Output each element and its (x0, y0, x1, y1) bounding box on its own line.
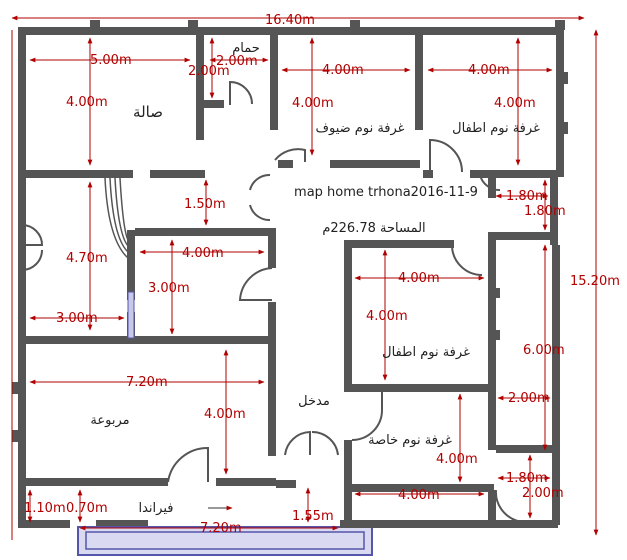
room-guest: غرفة نوم ضيوف (316, 121, 405, 136)
dim-master-h: 4.00m (436, 452, 478, 467)
room-square: مربوعة (90, 413, 129, 428)
door-entrance (284, 430, 339, 456)
plan-area: المساحة 226.78م (322, 221, 425, 236)
plan-title: map home trhona2016-11-9 (294, 185, 478, 200)
dim-overall-width: 16.40m (265, 13, 315, 28)
door-mid (238, 267, 273, 301)
dim-mid-h: 3.00m (148, 281, 190, 296)
room-entrance: مدخل (298, 394, 330, 409)
door-master (351, 392, 383, 441)
door-hall-left (249, 173, 271, 222)
door-small-br (494, 489, 527, 524)
dim-master-w: 4.00m (398, 488, 440, 503)
dim-ver-155: 1.55m (292, 509, 334, 524)
door-hall-right (479, 174, 501, 192)
room-kids2: غرفة نوم اطفال (382, 345, 470, 360)
dim-guest-w: 4.00m (322, 63, 364, 78)
dim-kids2-h: 4.00m (366, 309, 408, 324)
door-bath (229, 80, 253, 105)
dim-ver-720: 7.20m (200, 521, 242, 536)
dim-kids2-w: 4.00m (398, 271, 440, 286)
room-kids1: غرفة نوم اطفال (452, 121, 540, 136)
dim-right-200: 2.00m (508, 391, 550, 406)
dim-bath-h: 2.00m (188, 64, 230, 79)
door-kitchen-side (21, 224, 44, 271)
dimension-lines (11, 15, 599, 540)
dim-kitchen-h: 4.70m (66, 251, 108, 266)
dim-square-w: 7.20m (126, 375, 168, 390)
room-labels: صالة حمام غرفة نوم ضيوف غرفة نوم اطفال m… (90, 41, 540, 516)
dim-right-600: 6.00m (523, 343, 565, 358)
room-bath: حمام (232, 41, 260, 56)
dim-square-h: 4.00m (204, 407, 246, 422)
dim-mid-w: 4.00m (182, 246, 224, 261)
dimension-labels: 16.40m 15.20m 5.00m 4.00m 2.00m 2.00m 4.… (24, 13, 620, 536)
door-guest (274, 148, 306, 162)
dim-small-180b: 1.80m (524, 204, 566, 219)
walls (12, 20, 568, 528)
doors (21, 80, 527, 524)
door-kids1 (429, 138, 463, 173)
dim-bath-w: 2.00m (216, 54, 258, 69)
dim-ver-110: 1.10m (24, 501, 66, 516)
room-living: صالة (133, 103, 163, 121)
dim-kitchen-w: 3.00m (56, 311, 98, 326)
dim-small-180c: 1.80m (506, 471, 548, 486)
dim-small-180a: 1.80m (506, 189, 548, 204)
dim-guest-h: 4.00m (292, 96, 334, 111)
dim-living-h: 4.00m (66, 95, 108, 110)
stair-arcs (104, 177, 129, 259)
veranda-planter-inner (85, 531, 365, 550)
dim-small-200: 2.00m (522, 486, 564, 501)
dim-kids1-h: 4.00m (494, 96, 536, 111)
dim-kids1-w: 4.00m (468, 63, 510, 78)
dim-hall-150: 1.50m (184, 197, 226, 212)
dim-overall-height: 15.20m (570, 274, 620, 289)
dim-ver-070: 0.70m (66, 501, 108, 516)
room-veranda: فيراندا (139, 501, 174, 516)
door-square (167, 446, 209, 483)
dim-living-w: 5.00m (90, 53, 132, 68)
room-master: غرفة نوم خاصة (368, 433, 452, 448)
door-kids2 (451, 244, 483, 276)
window-kitchen (127, 291, 135, 339)
